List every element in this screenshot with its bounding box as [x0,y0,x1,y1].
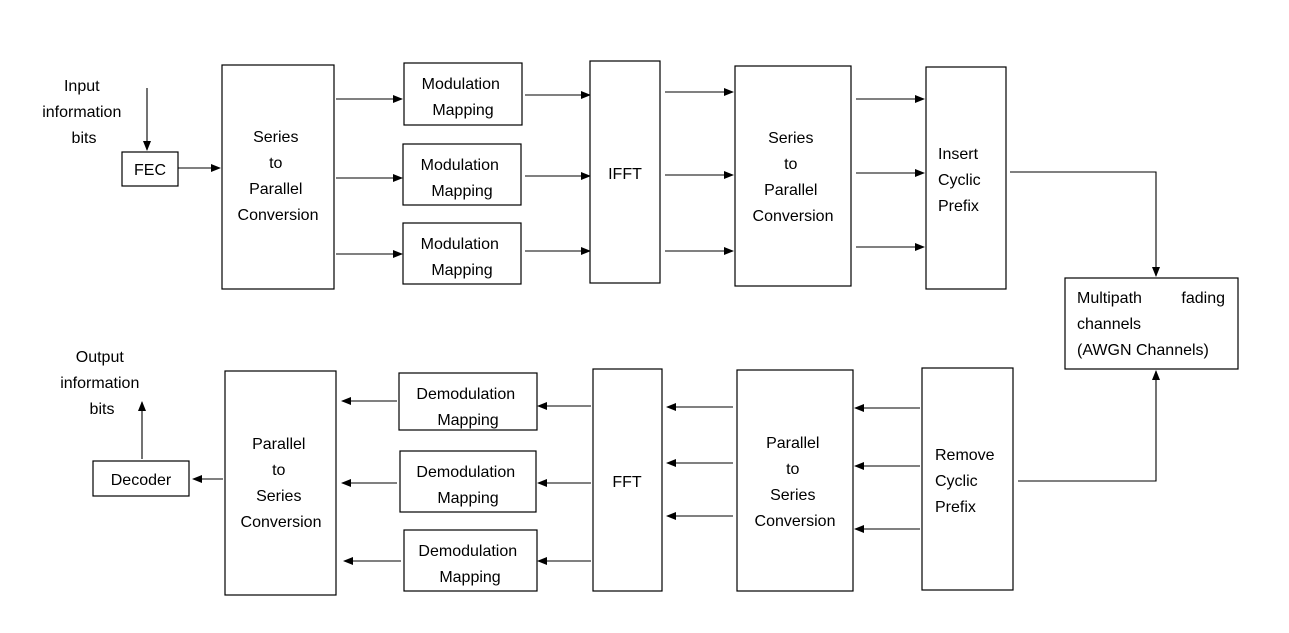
output-label: Output information bits [60,349,144,418]
svg-text:FFT: FFT [612,474,642,491]
input-label: Input information bits [42,78,126,147]
svg-text:Series to Parallel: Series to Parallel Conversion [238,129,319,224]
series-to-parallel-block-tx: Series to Parallel Conversion [221,64,335,290]
svg-text:Modulation Mapping: Modulation Mapping [421,157,504,200]
parallel-to-series-block-1: Parallel to Series Conversion [224,370,337,596]
svg-text:Demodulation Mapping: Demodulation Mapping [416,464,519,507]
svg-text:FEC: FEC [134,162,166,179]
edges [138,88,1160,565]
demodulation-mapping-block-1: Demodulation Mapping [398,372,538,431]
svg-text:Remove Cyclic Pref: Remove Cyclic Prefix [935,447,999,516]
svg-text:Modulation Mapping: Modulation Mapping [422,76,505,119]
svg-text:Insert Cyclic Pref: Insert Cyclic Prefix [938,146,985,215]
svg-text:Demodulation Mapping: Demodulation Mapping [418,543,521,586]
svg-text:Series to Parallel: Series to Parallel Conversion [753,130,834,225]
insert-cyclic-prefix-block: Insert Cyclic Prefix [925,66,1007,290]
svg-text:channels (AWGN Channels): channels (AWGN Channels) [1077,316,1209,359]
parallel-to-series-block-rx: Parallel to Series Conversion [736,369,854,592]
series-to-parallel-block-2: Series to Parallel Conversion [734,65,852,287]
edge-rcp-to-channel [1018,370,1160,482]
svg-text:Demodulation Mapping: Demodulation Mapping [416,386,519,429]
svg-text:Parallel to Series: Parallel to Series Conversion [241,436,322,531]
fec-block: FEC [121,151,179,187]
multipath-fading-channel-block: Multipath fading channels (AWGN Channels… [1064,277,1239,370]
fft-block: FFT [592,368,663,592]
edge-icp-to-channel [1010,171,1160,277]
svg-text:Decoder: Decoder [111,472,172,489]
svg-text:Modulation Mapping: Modulation Mapping [421,236,504,279]
ifft-block: IFFT [589,60,661,284]
svg-text:fading: fading [1181,290,1225,307]
remove-cyclic-prefix-block: Remove Cyclic Prefix [921,367,1014,591]
demodulation-mapping-block-2: Demodulation Mapping [399,450,537,513]
modulation-mapping-block-3: Modulation Mapping [402,222,522,285]
modulation-mapping-block-2: Modulation Mapping [402,143,522,206]
svg-text:Parallel to Series: Parallel to Series Conversion [755,435,836,530]
modulation-mapping-block-1: Modulation Mapping [403,62,523,126]
svg-text:IFFT: IFFT [608,166,642,183]
decoder-block: Decoder [92,460,190,497]
svg-text:Multipath: Multipath [1077,290,1142,307]
demodulation-mapping-block-3: Demodulation Mapping [403,529,538,592]
